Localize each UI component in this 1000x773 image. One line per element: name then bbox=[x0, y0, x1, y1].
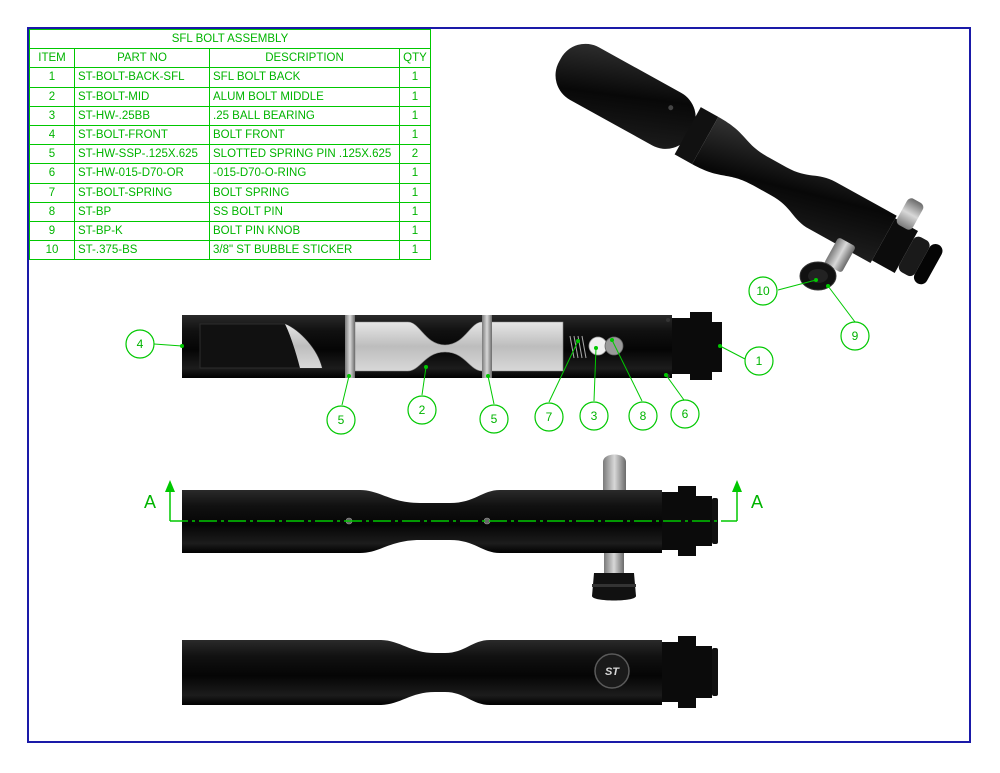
callout-2: 2 bbox=[407, 395, 437, 425]
callout-9: 9 bbox=[840, 321, 870, 351]
svg-text:6: 6 bbox=[682, 407, 689, 421]
callout-7: 7 bbox=[534, 402, 564, 432]
callout-1: 1 bbox=[744, 346, 774, 376]
bom-cell-part-no: ST-HW-SSP-.125X.625 bbox=[74, 144, 210, 165]
leader-lines bbox=[153, 279, 856, 406]
st-sticker-logo: ST bbox=[605, 666, 620, 678]
section-label-right: A bbox=[751, 492, 763, 512]
sheet-border bbox=[27, 27, 971, 743]
bottom-view: ST bbox=[182, 636, 718, 708]
bom-cell-part-no: ST-BP-K bbox=[74, 220, 210, 242]
bom-cell-qty: 1 bbox=[399, 240, 431, 261]
callout-10: 10 bbox=[748, 276, 778, 306]
svg-text:9: 9 bbox=[852, 329, 859, 343]
svg-text:4: 4 bbox=[137, 337, 144, 351]
bom-cell-description: BOLT FRONT bbox=[209, 124, 400, 146]
section-view bbox=[182, 312, 722, 380]
callout-5-left: 5 bbox=[326, 405, 356, 435]
bom-cell-description: 3/8" ST BUBBLE STICKER bbox=[209, 240, 400, 261]
bom-cell-part-no: ST-.375-BS bbox=[74, 240, 210, 261]
callout-6: 6 bbox=[670, 399, 700, 429]
svg-text:3: 3 bbox=[591, 409, 598, 423]
svg-text:7: 7 bbox=[546, 410, 553, 424]
svg-text:2: 2 bbox=[419, 403, 426, 417]
svg-text:5: 5 bbox=[491, 412, 498, 426]
section-label-left: A bbox=[144, 492, 156, 512]
callout-8: 8 bbox=[628, 401, 658, 431]
isometric-view bbox=[555, 43, 943, 291]
callout-5-right: 5 bbox=[479, 404, 509, 434]
side-view bbox=[182, 454, 718, 601]
bom-cell-qty: 1 bbox=[399, 220, 431, 242]
bom-header-qty: QTY bbox=[399, 48, 431, 69]
section-line-a-a: A A bbox=[144, 480, 763, 522]
bill-of-materials-table: SFL BOLT ASSEMBLY ITEM PART NO DESCRIPTI… bbox=[29, 28, 431, 261]
svg-text:8: 8 bbox=[640, 409, 647, 423]
balloon-callouts: 10 9 4 1 5 2 5 7 3 8 6 bbox=[125, 276, 870, 435]
bom-header-item: ITEM bbox=[29, 48, 75, 69]
callout-4: 4 bbox=[125, 329, 155, 359]
callout-3: 3 bbox=[579, 401, 609, 431]
svg-text:10: 10 bbox=[756, 284, 770, 298]
bom-cell-description: SS BOLT PIN bbox=[209, 201, 400, 222]
svg-text:5: 5 bbox=[338, 413, 345, 427]
leader-arrows bbox=[180, 278, 830, 378]
svg-text:1: 1 bbox=[756, 354, 763, 368]
bom-cell-part-no: ST-HW-.25BB bbox=[74, 105, 210, 126]
